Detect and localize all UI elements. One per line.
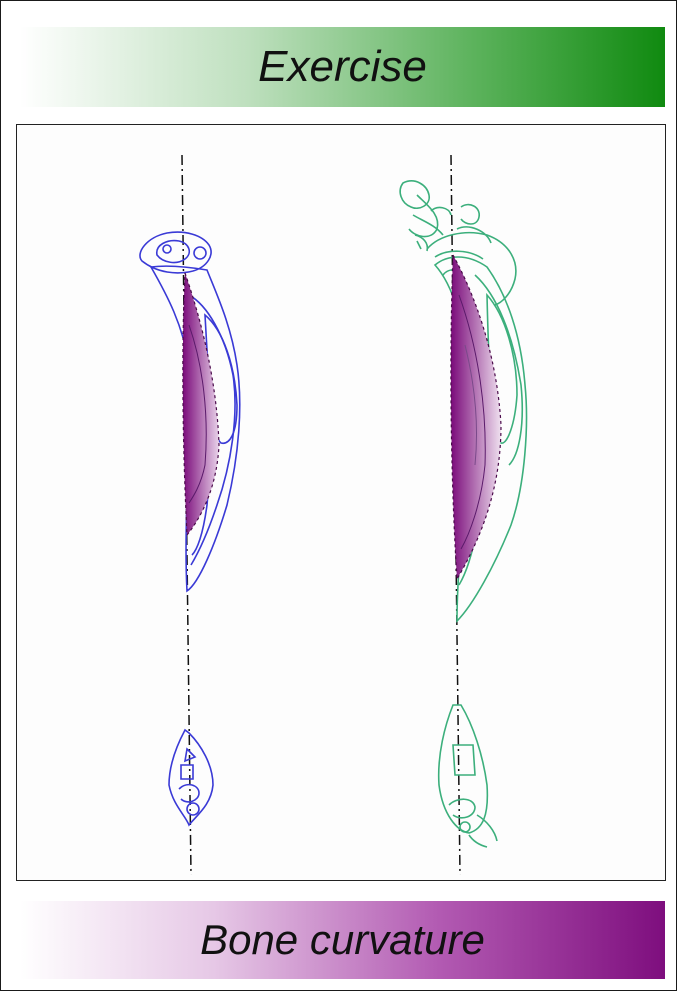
bone-curvature-label: Bone curvature <box>200 916 485 964</box>
bone-outlines-svg <box>17 125 665 880</box>
bone-curvature-banner: Bone curvature <box>20 901 665 979</box>
exercise-banner: Exercise <box>20 27 665 107</box>
exercise-label: Exercise <box>258 42 427 92</box>
bone-comparison-panel <box>16 124 666 881</box>
left-curvature-region <box>183 273 219 535</box>
